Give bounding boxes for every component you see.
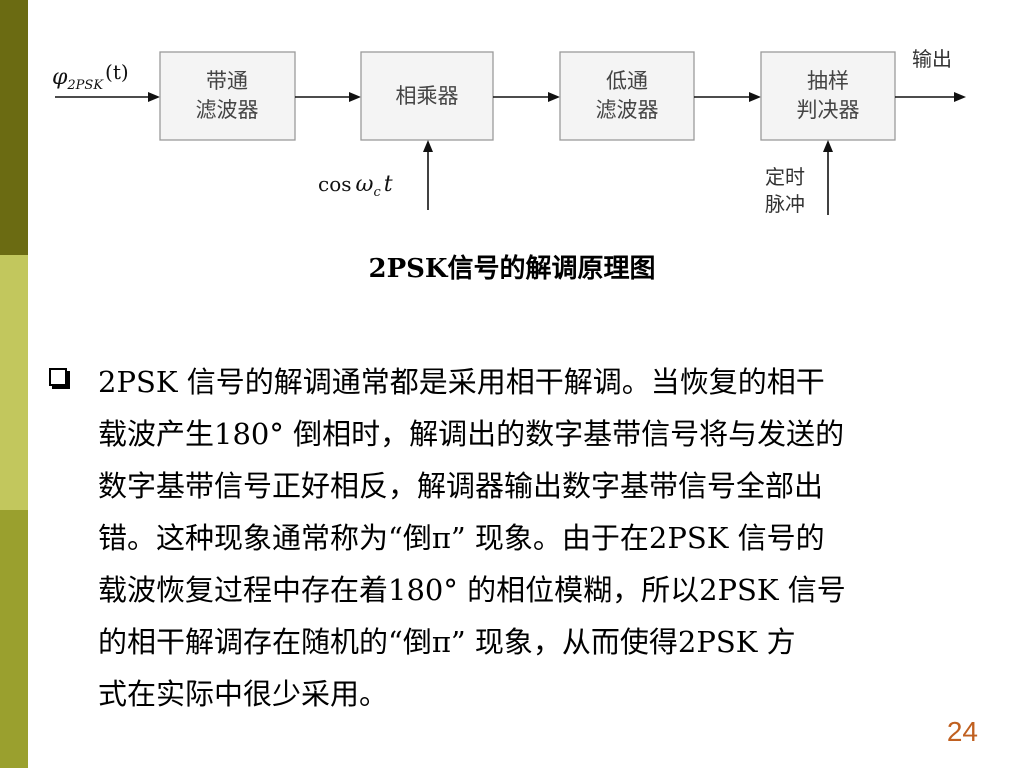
input-signal-label: φ2PSK(t) bbox=[52, 60, 129, 93]
arrowhead-lpf-to-decision bbox=[749, 92, 761, 102]
arrowhead-bpf-to-multiplier bbox=[349, 92, 361, 102]
paragraph-line: 载波恢复过程中存在着180° 的相位模糊，所以2PSK 信号 bbox=[98, 573, 846, 607]
output-arrowhead bbox=[954, 92, 966, 102]
input-signal-subscript: 2PSK bbox=[66, 78, 104, 93]
input-signal-argument: (t) bbox=[105, 60, 129, 84]
bandpass-filter-label-line1: 带通 bbox=[206, 69, 248, 93]
multiplier-block bbox=[360, 51, 494, 141]
carrier-subscript: c bbox=[373, 185, 381, 200]
sample-decision-label-line2: 判决器 bbox=[797, 98, 860, 122]
carrier-func: cos bbox=[318, 172, 352, 196]
square-bullet-icon bbox=[49, 368, 67, 386]
bandpass-filter-label-line2: 滤波器 bbox=[196, 98, 259, 122]
paragraph-line: 的相干解调存在随机的“倒π” 现象，从而使得2PSK 方 bbox=[98, 625, 796, 659]
multiplier-label: 相乘器 bbox=[396, 84, 459, 108]
sidebar-segment-bottom bbox=[0, 510, 28, 768]
sample-decision-label-line1: 抽样 bbox=[807, 69, 849, 93]
paragraph-line: 2PSK 信号的解调通常都是采用相干解调。当恢复的相干 bbox=[98, 365, 825, 399]
paragraph-line: 式在实际中很少采用。 bbox=[98, 677, 389, 711]
lowpass-filter-block bbox=[559, 51, 695, 141]
arrowhead-multiplier-to-lpf bbox=[548, 92, 560, 102]
demodulation-block-diagram: φ2PSK(t) 带通 滤波器 相乘器 低通 滤波器 抽样 判决器 输出 cos… bbox=[52, 47, 966, 216]
carrier-var: t bbox=[384, 172, 393, 197]
sidebar-segment-top bbox=[0, 0, 28, 255]
lowpass-filter-label-line1: 低通 bbox=[606, 69, 648, 93]
input-arrowhead bbox=[148, 92, 160, 102]
bandpass-filter-block bbox=[159, 51, 296, 141]
carrier-omega: ω bbox=[356, 172, 374, 197]
page-number: 24 bbox=[946, 716, 978, 747]
diagram-caption: 2PSK信号的解调原理图 bbox=[368, 254, 656, 284]
timing-pulse-label-line1: 定时 bbox=[765, 165, 805, 189]
paragraph-line: 数字基带信号正好相反，解调器输出数字基带信号全部出 bbox=[98, 469, 824, 503]
sample-decision-block bbox=[760, 51, 896, 141]
sidebar-segment-middle bbox=[0, 255, 28, 510]
body-paragraph: 2PSK 信号的解调通常都是采用相干解调。当恢复的相干 载波产生180° 倒相时… bbox=[98, 356, 968, 720]
carrier-arrowhead bbox=[423, 140, 433, 152]
paragraph-line: 错。这种现象通常称为“倒π” 现象。由于在2PSK 信号的 bbox=[98, 521, 825, 555]
timing-pulse-label-line2: 脉冲 bbox=[765, 192, 805, 216]
paragraph-line: 载波产生180° 倒相时，解调出的数字基带信号将与发送的 bbox=[98, 417, 845, 451]
sidebar-decoration bbox=[0, 0, 28, 768]
lowpass-filter-label-line2: 滤波器 bbox=[596, 98, 659, 122]
input-signal-symbol: φ bbox=[52, 65, 68, 90]
timing-arrowhead bbox=[823, 140, 833, 152]
output-label: 输出 bbox=[912, 47, 952, 71]
